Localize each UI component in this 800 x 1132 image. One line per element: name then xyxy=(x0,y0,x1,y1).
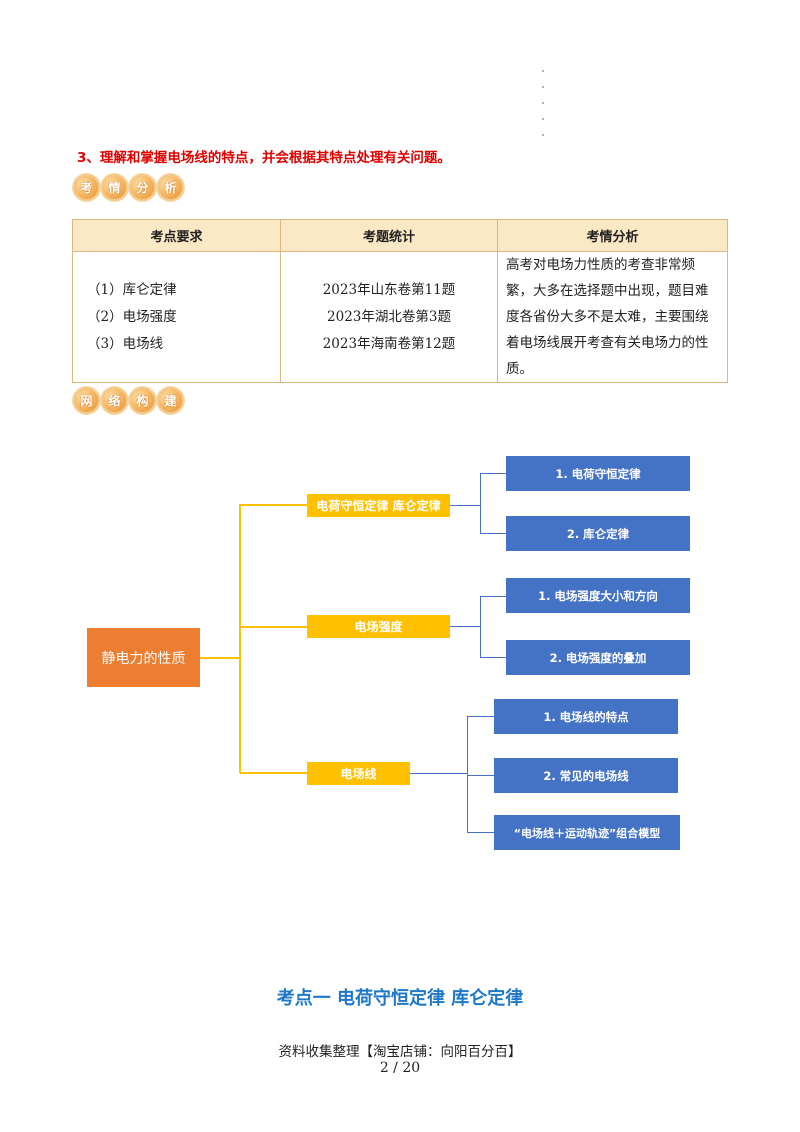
connector xyxy=(240,504,307,506)
leaf-common-field-lines: 2. 常见的电场线 xyxy=(494,758,678,793)
statistic-item: 2023年山东卷第11题 xyxy=(322,281,456,298)
connector xyxy=(480,657,506,658)
table-header-statistics: 考题统计 xyxy=(280,219,498,252)
badge-char: 络 xyxy=(101,387,128,414)
connector xyxy=(467,716,468,833)
statistic-item: 2023年湖北卷第3题 xyxy=(327,308,451,325)
connector xyxy=(467,775,494,776)
connector xyxy=(240,772,307,774)
analysis-cell: 高考对电场力性质的考查非常频繁，大多在选择题中出现，题目难度各省份大多不是太难，… xyxy=(497,251,728,383)
badge-char: 构 xyxy=(129,387,156,414)
badge-char: 网 xyxy=(73,387,100,414)
badge-char: 建 xyxy=(157,387,184,414)
connector xyxy=(480,473,481,534)
connector xyxy=(450,505,480,506)
connector xyxy=(200,657,240,659)
footer-source: 资料收集整理【淘宝店铺：向阳百分百】 xyxy=(278,1044,522,1060)
decorative-dots xyxy=(542,70,546,150)
requirement-item: （2）电场强度 xyxy=(87,308,177,325)
connector xyxy=(240,626,307,628)
connector xyxy=(480,596,506,597)
statistic-item: 2023年海南卷第12题 xyxy=(322,335,456,352)
leaf-charge-conservation: 1. 电荷守恒定律 xyxy=(506,456,690,491)
connector xyxy=(480,596,481,658)
connector xyxy=(467,832,494,833)
connector xyxy=(480,533,506,534)
learning-objective: 3、理解和掌握电场线的特点，并会根据其特点处理有关问题。 xyxy=(77,150,451,166)
requirement-item: （1）库仑定律 xyxy=(87,281,177,298)
branch-coulomb: 电荷守恒定律 库仑定律 xyxy=(307,494,450,517)
leaf-field-line-trajectory-model: “电场线＋运动轨迹”组合模型 xyxy=(494,815,680,850)
table-header-requirements: 考点要求 xyxy=(72,219,281,252)
table-header-analysis: 考情分析 xyxy=(497,219,728,252)
exam-analysis-table: 考点要求 考题统计 考情分析 （1）库仑定律 （2）电场强度 （3）电场线 20… xyxy=(72,219,728,383)
network-badge: 网 络 构 建 xyxy=(73,387,185,414)
badge-char: 析 xyxy=(157,174,184,201)
mindmap-root: 静电力的性质 xyxy=(87,628,200,687)
badge-char: 考 xyxy=(73,174,100,201)
section-title: 考点一 电荷守恒定律 库仑定律 xyxy=(276,988,524,1009)
connector xyxy=(239,504,241,773)
branch-field-lines: 电场线 xyxy=(307,762,410,785)
leaf-coulomb-law: 2. 库仑定律 xyxy=(506,516,690,551)
leaf-field-magnitude-direction: 1. 电场强度大小和方向 xyxy=(506,578,690,613)
exam-analysis-badge: 考 情 分 析 xyxy=(73,174,185,201)
requirement-item: （3）电场线 xyxy=(87,335,164,352)
connector xyxy=(467,716,494,717)
badge-char: 分 xyxy=(129,174,156,201)
page-number: 2 / 20 xyxy=(379,1060,421,1076)
statistics-cell: 2023年山东卷第11题 2023年湖北卷第3题 2023年海南卷第12题 xyxy=(280,251,498,383)
leaf-field-line-features: 1. 电场线的特点 xyxy=(494,699,678,734)
connector xyxy=(450,626,480,627)
connector xyxy=(410,773,467,774)
connector xyxy=(480,473,506,474)
badge-char: 情 xyxy=(101,174,128,201)
leaf-field-superposition: 2. 电场强度的叠加 xyxy=(506,640,690,675)
branch-field-strength: 电场强度 xyxy=(307,615,450,638)
requirements-cell: （1）库仑定律 （2）电场强度 （3）电场线 xyxy=(72,251,281,383)
